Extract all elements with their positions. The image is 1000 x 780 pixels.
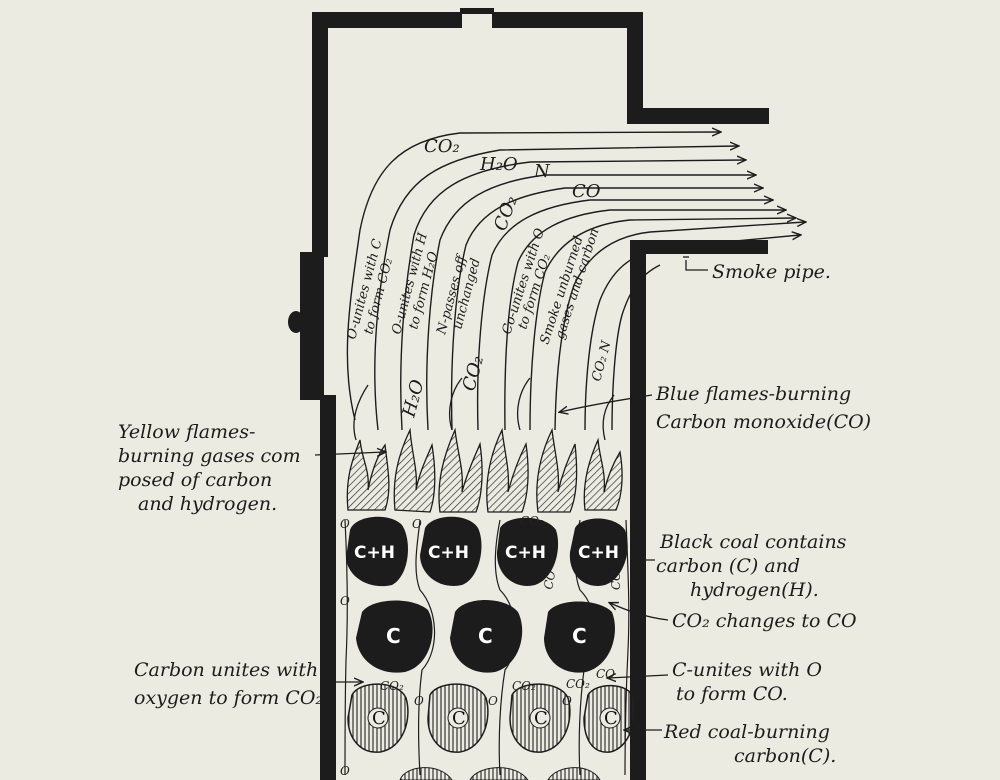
exhaust-n: N	[533, 161, 551, 182]
callouts: Smoke pipe. Blue flames-burning Carbon m…	[118, 261, 871, 767]
callout-black-coal-3: hydrogen(H).	[690, 579, 819, 601]
callout-co2-changes: CO₂ changes to CO	[672, 610, 857, 632]
ember-1-label: C	[372, 708, 386, 729]
coal-c-3-label: C	[572, 624, 587, 648]
callout-carbon-unites-2: oxygen to form CO₂	[134, 687, 323, 709]
o-mark-1: O	[340, 517, 350, 531]
ember-1-badge	[367, 707, 389, 729]
coal-ch-1-label: C+H	[354, 543, 395, 563]
ember-3-label: C	[534, 708, 548, 729]
coal-row-middle: C C C	[356, 600, 615, 673]
callout-c-unites-2: to form CO.	[676, 683, 788, 705]
o-mark-5: O	[340, 764, 350, 778]
coal-ch-3-label: C+H	[505, 543, 546, 563]
callout-yellow-4: and hydrogen.	[138, 493, 277, 515]
co-mark-1: CO	[596, 667, 615, 681]
coal-ch-3	[496, 517, 559, 586]
gas-mark-co2: CO₂	[459, 353, 489, 393]
callout-smoke-pipe: Smoke pipe.	[712, 261, 831, 283]
fuel-bed-flows	[344, 519, 630, 776]
coal-ch-2-label: C+H	[428, 543, 469, 563]
stream-labels: O-unites with C to form CO₂ O-unites wit…	[344, 226, 602, 346]
callout-red-coal-2: carbon(C).	[734, 745, 836, 767]
coal-c-3	[544, 601, 615, 673]
coal-c-2	[450, 600, 523, 673]
ember-2-label: C	[452, 708, 466, 729]
callout-black-coal-1: Black coal contains	[659, 531, 847, 553]
oxygen-marks: O O O O O O O CO₂ CO₂ CO₂ CO₂ CO CO CO	[340, 514, 623, 778]
co2-mark-2: CO₂	[512, 679, 536, 693]
exhaust-h2o: H₂O	[479, 154, 518, 175]
coal-c-2-label: C	[478, 624, 493, 648]
coal-ch-2	[420, 516, 482, 586]
ember-4-label: C	[604, 708, 618, 729]
callout-blue-flames-1: Blue flames-burning	[655, 383, 851, 405]
o-mark-6: O	[488, 694, 498, 708]
o-mark-2: O	[412, 517, 422, 531]
o-mark-4: O	[414, 694, 424, 708]
exhaust-co2-b: CO₂	[490, 193, 522, 234]
ember-2-badge	[447, 707, 469, 729]
callout-yellow-2: burning gases com	[118, 445, 301, 467]
gas-mark-co2n: CO₂ N	[589, 339, 614, 383]
ember-bottom-3	[547, 767, 601, 780]
coal-ch-1	[346, 516, 408, 587]
coal-ch-4-label: C+H	[578, 543, 619, 563]
co2-mark-4: CO₂	[520, 514, 544, 528]
o-mark-3: O	[340, 594, 350, 608]
callout-c-unites-1: C-unites with O	[672, 659, 822, 681]
callout-leaders	[314, 256, 708, 730]
ember-bottom-2	[469, 767, 529, 780]
co2-mark-3: CO₂	[566, 677, 590, 691]
co-mark-2: CO	[541, 569, 558, 590]
callout-yellow-3: posed of carbon	[118, 469, 272, 491]
o-mark-7: O	[562, 694, 572, 708]
flames	[346, 377, 623, 513]
coal-row-embers: C C C C	[347, 683, 636, 780]
ember-3-badge	[529, 707, 551, 729]
coal-c-1	[356, 600, 433, 673]
coal-row-top: C+H C+H C+H C+H	[346, 516, 628, 587]
co-mark-3: CO	[609, 571, 623, 590]
exhaust-co2: CO₂	[424, 136, 460, 157]
callout-black-coal-2: carbon (C) and	[656, 555, 800, 577]
coal-ch-4	[569, 518, 628, 586]
co2-mark-1: CO₂	[380, 679, 404, 693]
furnace-walls	[288, 8, 769, 780]
ember-bottom-1	[399, 767, 453, 780]
callout-carbon-unites-1: Carbon unites with	[134, 659, 318, 681]
callout-red-coal-1: Red coal-burning	[663, 721, 830, 743]
gas-mark-h2o: H₂O	[398, 377, 428, 420]
ember-4-badge	[599, 707, 621, 729]
callout-blue-flames-2: Carbon monoxide(CO)	[656, 411, 871, 433]
coal-c-1-label: C	[386, 624, 401, 648]
exhaust-co: CO	[572, 181, 601, 202]
callout-yellow-1: Yellow flames-	[118, 421, 255, 443]
